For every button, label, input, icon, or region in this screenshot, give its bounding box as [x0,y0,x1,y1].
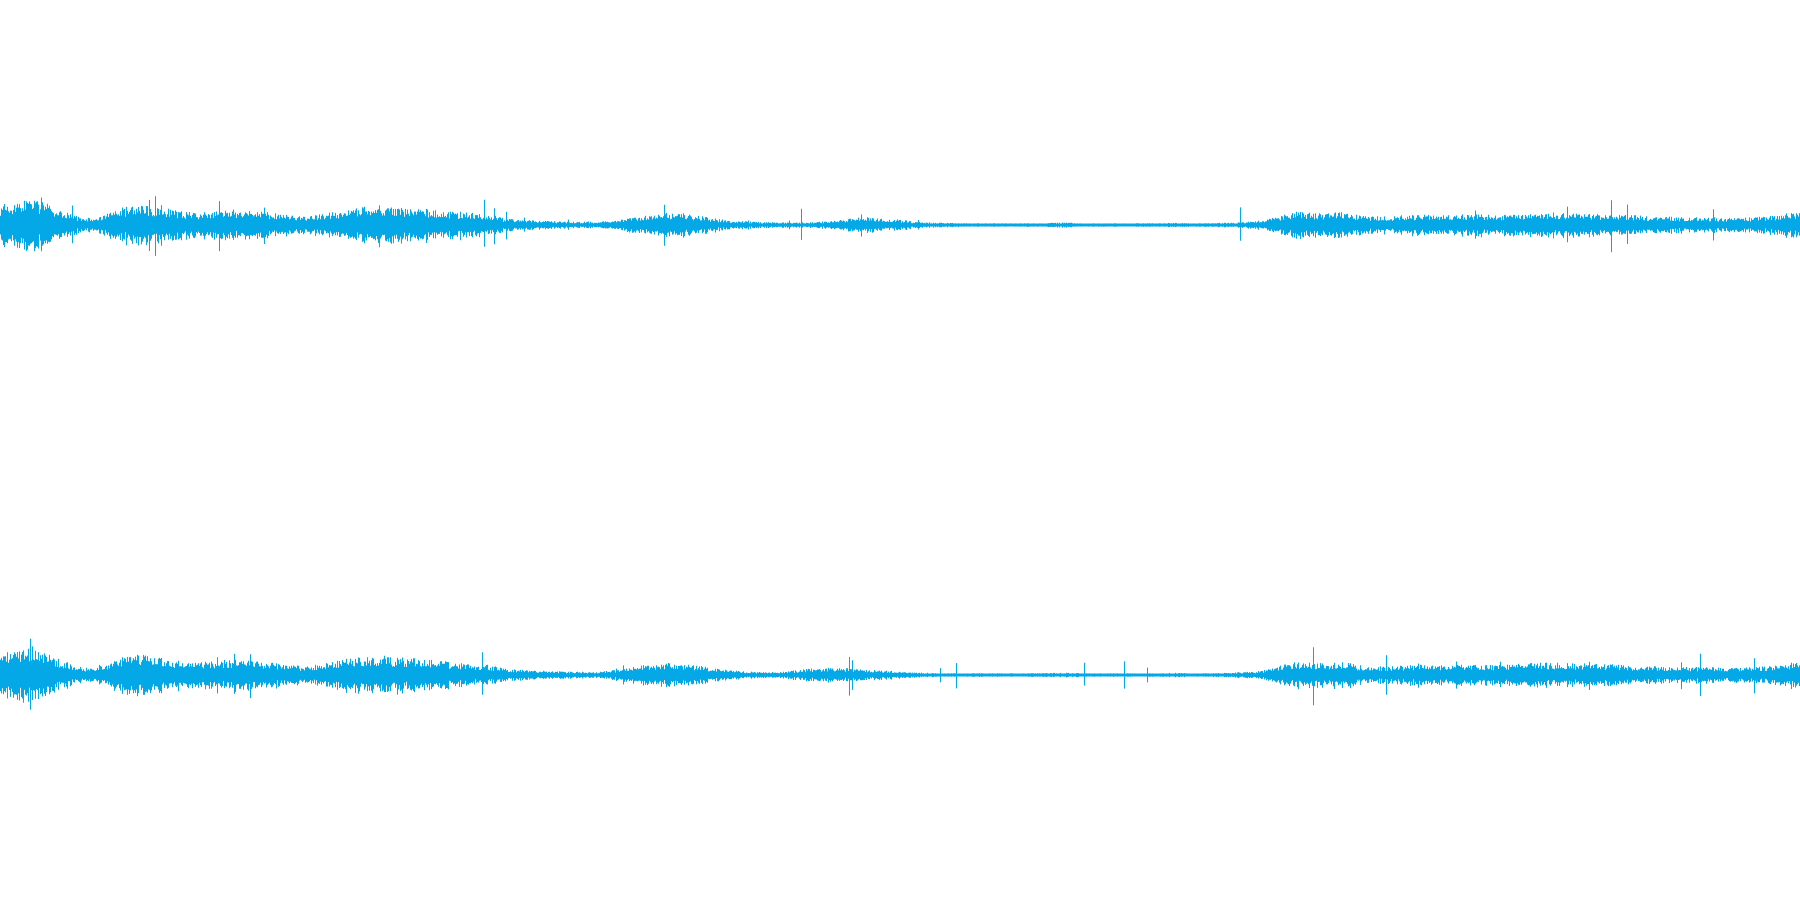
waveform-left-svg [0,196,1800,256]
waveform-channel-left [0,180,1800,270]
waveform-amplitude-left [0,196,1800,256]
waveform-amplitude-right [0,638,1800,710]
waveform-channel-right [0,630,1800,720]
waveform-right-svg [0,638,1800,710]
